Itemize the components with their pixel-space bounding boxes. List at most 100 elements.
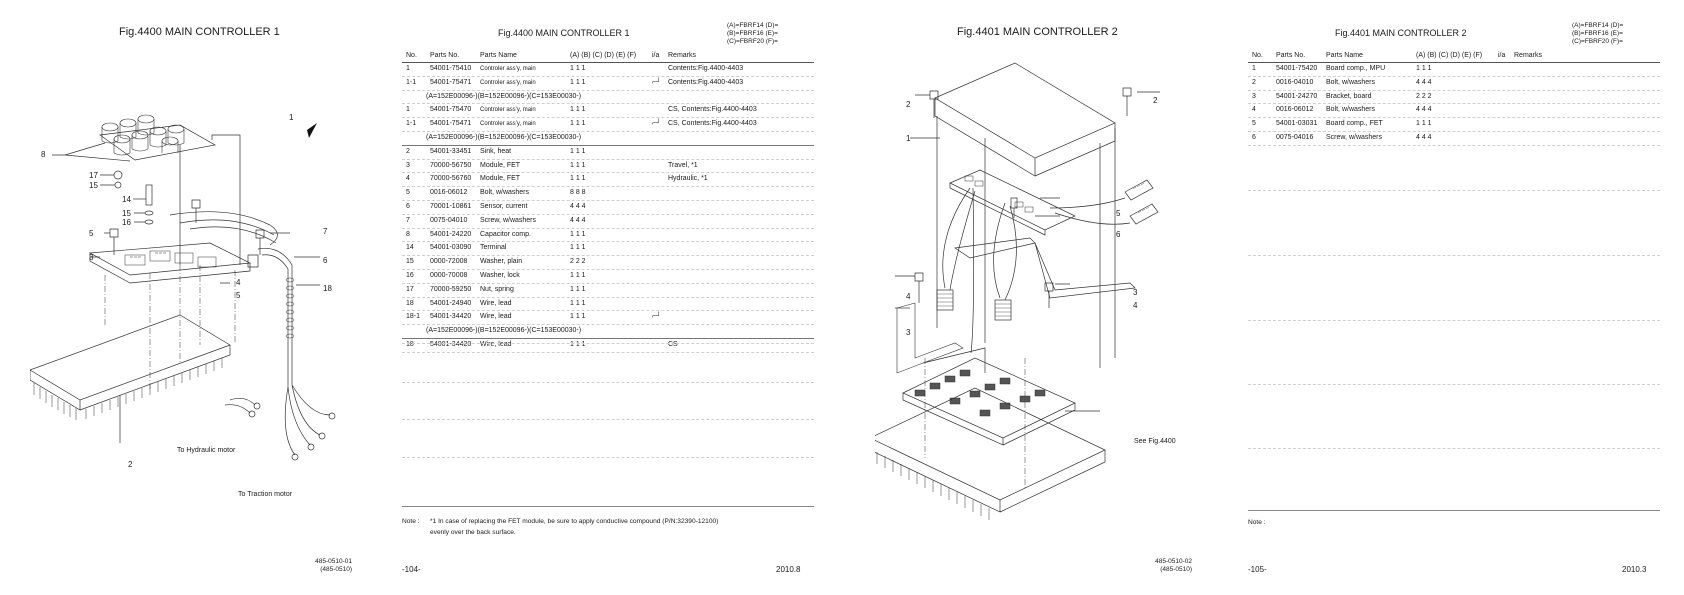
serial-code: (A=152E00096-)(B=152E00096-)(C=153E00030… bbox=[426, 92, 582, 100]
callout-18: 18 bbox=[323, 284, 332, 293]
page2-note: Note : *1 In case of replacing the FET m… bbox=[402, 518, 719, 536]
callout-6: 6 bbox=[323, 256, 328, 265]
callout-15: 15 bbox=[89, 181, 98, 190]
part-quantity: 1 1 1 bbox=[570, 161, 586, 169]
main-controller-1-drawing bbox=[30, 105, 370, 525]
part-quantity: 2 2 2 bbox=[1416, 92, 1432, 100]
part-quantity: 1 1 1 bbox=[570, 299, 586, 307]
part-name: Washer, plain bbox=[480, 258, 523, 266]
part-quantity: 1 1 1 bbox=[570, 65, 586, 72]
serial-code-row: (A=152E00096-)(B=152E00096-)(C=153E00030… bbox=[402, 325, 814, 339]
callout-3b: 3 bbox=[906, 328, 911, 337]
page1-drawing-number: 485-0510-01(485-0510) bbox=[315, 558, 352, 573]
page3-drawing-number: 485-0510-02(485-0510) bbox=[1155, 558, 1192, 573]
part-name: Sensor, current bbox=[480, 202, 528, 210]
part-name: Bolt, w/washers bbox=[1326, 106, 1376, 114]
part-quantity: 1 1 1 bbox=[1416, 65, 1432, 72]
part-remarks: CS, Contents:Fig.4400-4403 bbox=[668, 106, 757, 114]
page3-figure-title: Fig.4401 MAIN CONTROLLER 2 bbox=[957, 26, 1118, 38]
part-item-number: 5 bbox=[1252, 120, 1256, 128]
part-name: Controler ass'y, main bbox=[480, 121, 536, 128]
interchangeability-mark: ⌐┘ bbox=[652, 120, 662, 128]
part-item-number: 14 bbox=[406, 244, 414, 252]
divider bbox=[402, 382, 814, 383]
part-number: 54001-34420 bbox=[430, 313, 472, 321]
callout-6: 6 bbox=[1116, 230, 1121, 239]
part-name: Module, FET bbox=[480, 175, 521, 183]
part-number: 54001-24270 bbox=[1276, 92, 1318, 100]
part-name: Bolt, w/washers bbox=[480, 189, 530, 197]
part-item-number: 2 bbox=[1252, 78, 1256, 86]
part-quantity: 4 4 4 bbox=[570, 202, 586, 210]
part-quantity: 1 1 1 bbox=[570, 78, 586, 86]
part-number: 70000-56760 bbox=[430, 175, 472, 183]
part-name: Controler ass'y, main bbox=[480, 107, 536, 114]
callout-1: 1 bbox=[289, 113, 294, 122]
part-quantity: 1 1 1 bbox=[570, 313, 586, 321]
part-name: Bolt, w/washers bbox=[1326, 78, 1376, 86]
part-remarks: Hydraulic, *1 bbox=[668, 175, 708, 183]
interchangeability-mark: ⌐┘ bbox=[652, 313, 662, 321]
part-name: Board comp., MPU bbox=[1326, 65, 1386, 72]
part-name: Controler ass'y, main bbox=[480, 66, 536, 72]
part-quantity: 1 1 1 bbox=[570, 175, 586, 183]
part-quantity: 1 1 1 bbox=[570, 147, 586, 155]
part-item-number: 8 bbox=[406, 230, 410, 238]
part-quantity: 8 8 8 bbox=[570, 189, 586, 197]
part-number: 70000-56750 bbox=[430, 161, 472, 169]
label-see-fig-4400: See Fig.4400 bbox=[1134, 438, 1176, 445]
part-item-number: 1-1 bbox=[406, 120, 417, 128]
part-item-number: 3 bbox=[406, 161, 410, 169]
part-name: Module, FET bbox=[480, 161, 521, 169]
part-item-number: 16 bbox=[406, 271, 414, 279]
part-name: Bracket, board bbox=[1326, 92, 1372, 100]
part-remarks: Travel, *1 bbox=[668, 161, 698, 169]
part-name: Screw, w/washers bbox=[1326, 133, 1383, 141]
callout-2: 2 bbox=[128, 460, 133, 469]
part-quantity: 4 4 4 bbox=[1416, 106, 1432, 114]
callout-7: 7 bbox=[323, 227, 328, 236]
page4-model-legend: (A)=FBRF14 (D)=(B)=FBRF16 (E)=(C)=FBRF20… bbox=[1572, 22, 1624, 45]
page2-figure-title: Fig.4400 MAIN CONTROLLER 1 bbox=[498, 28, 630, 38]
part-quantity: 4 4 4 bbox=[570, 216, 586, 224]
serial-code-row: (A=152E00096-)(B=152E00096-)(C=153E00030… bbox=[402, 132, 814, 146]
page4-date: 2010.3 bbox=[1622, 565, 1647, 574]
part-item-number: 18-1 bbox=[406, 313, 421, 321]
divider bbox=[1248, 384, 1660, 385]
page4-table-header: No. Parts No. Parts Name (A) (B) (C) (D)… bbox=[1248, 51, 1660, 63]
divider bbox=[1248, 448, 1660, 449]
page1-figure-title: Fig.4400 MAIN CONTROLLER 1 bbox=[119, 26, 280, 38]
part-name: Terminal bbox=[480, 244, 507, 252]
part-item-number: 2 bbox=[406, 147, 410, 155]
page2-table-header: No. Parts No. Parts Name (A) (B) (C) (D)… bbox=[402, 51, 814, 63]
part-item-number: 1 bbox=[1252, 65, 1256, 72]
serial-code-row: (A=152E00096-)(B=152E00096-)(C=153E00030… bbox=[402, 91, 814, 105]
part-item-number: 15 bbox=[406, 258, 414, 266]
divider bbox=[1248, 510, 1660, 511]
part-remarks: CS, Contents:Fig.4400-4403 bbox=[668, 120, 757, 128]
part-quantity: 1 1 1 bbox=[570, 244, 586, 252]
interchangeability-mark: ⌐┘ bbox=[652, 78, 662, 86]
page4-page-number: -105- bbox=[1248, 565, 1267, 574]
part-number: 0016-06012 bbox=[430, 189, 468, 197]
part-number: 54001-75470 bbox=[430, 106, 472, 114]
part-item-number: 6 bbox=[1252, 133, 1256, 141]
callout-4b: 4 bbox=[906, 292, 911, 301]
page2-model-legend: (A)=FBRF14 (D)=(B)=FBRF16 (E)=(C)=FBRF20… bbox=[727, 22, 779, 45]
page2-date: 2010.8 bbox=[776, 565, 801, 574]
